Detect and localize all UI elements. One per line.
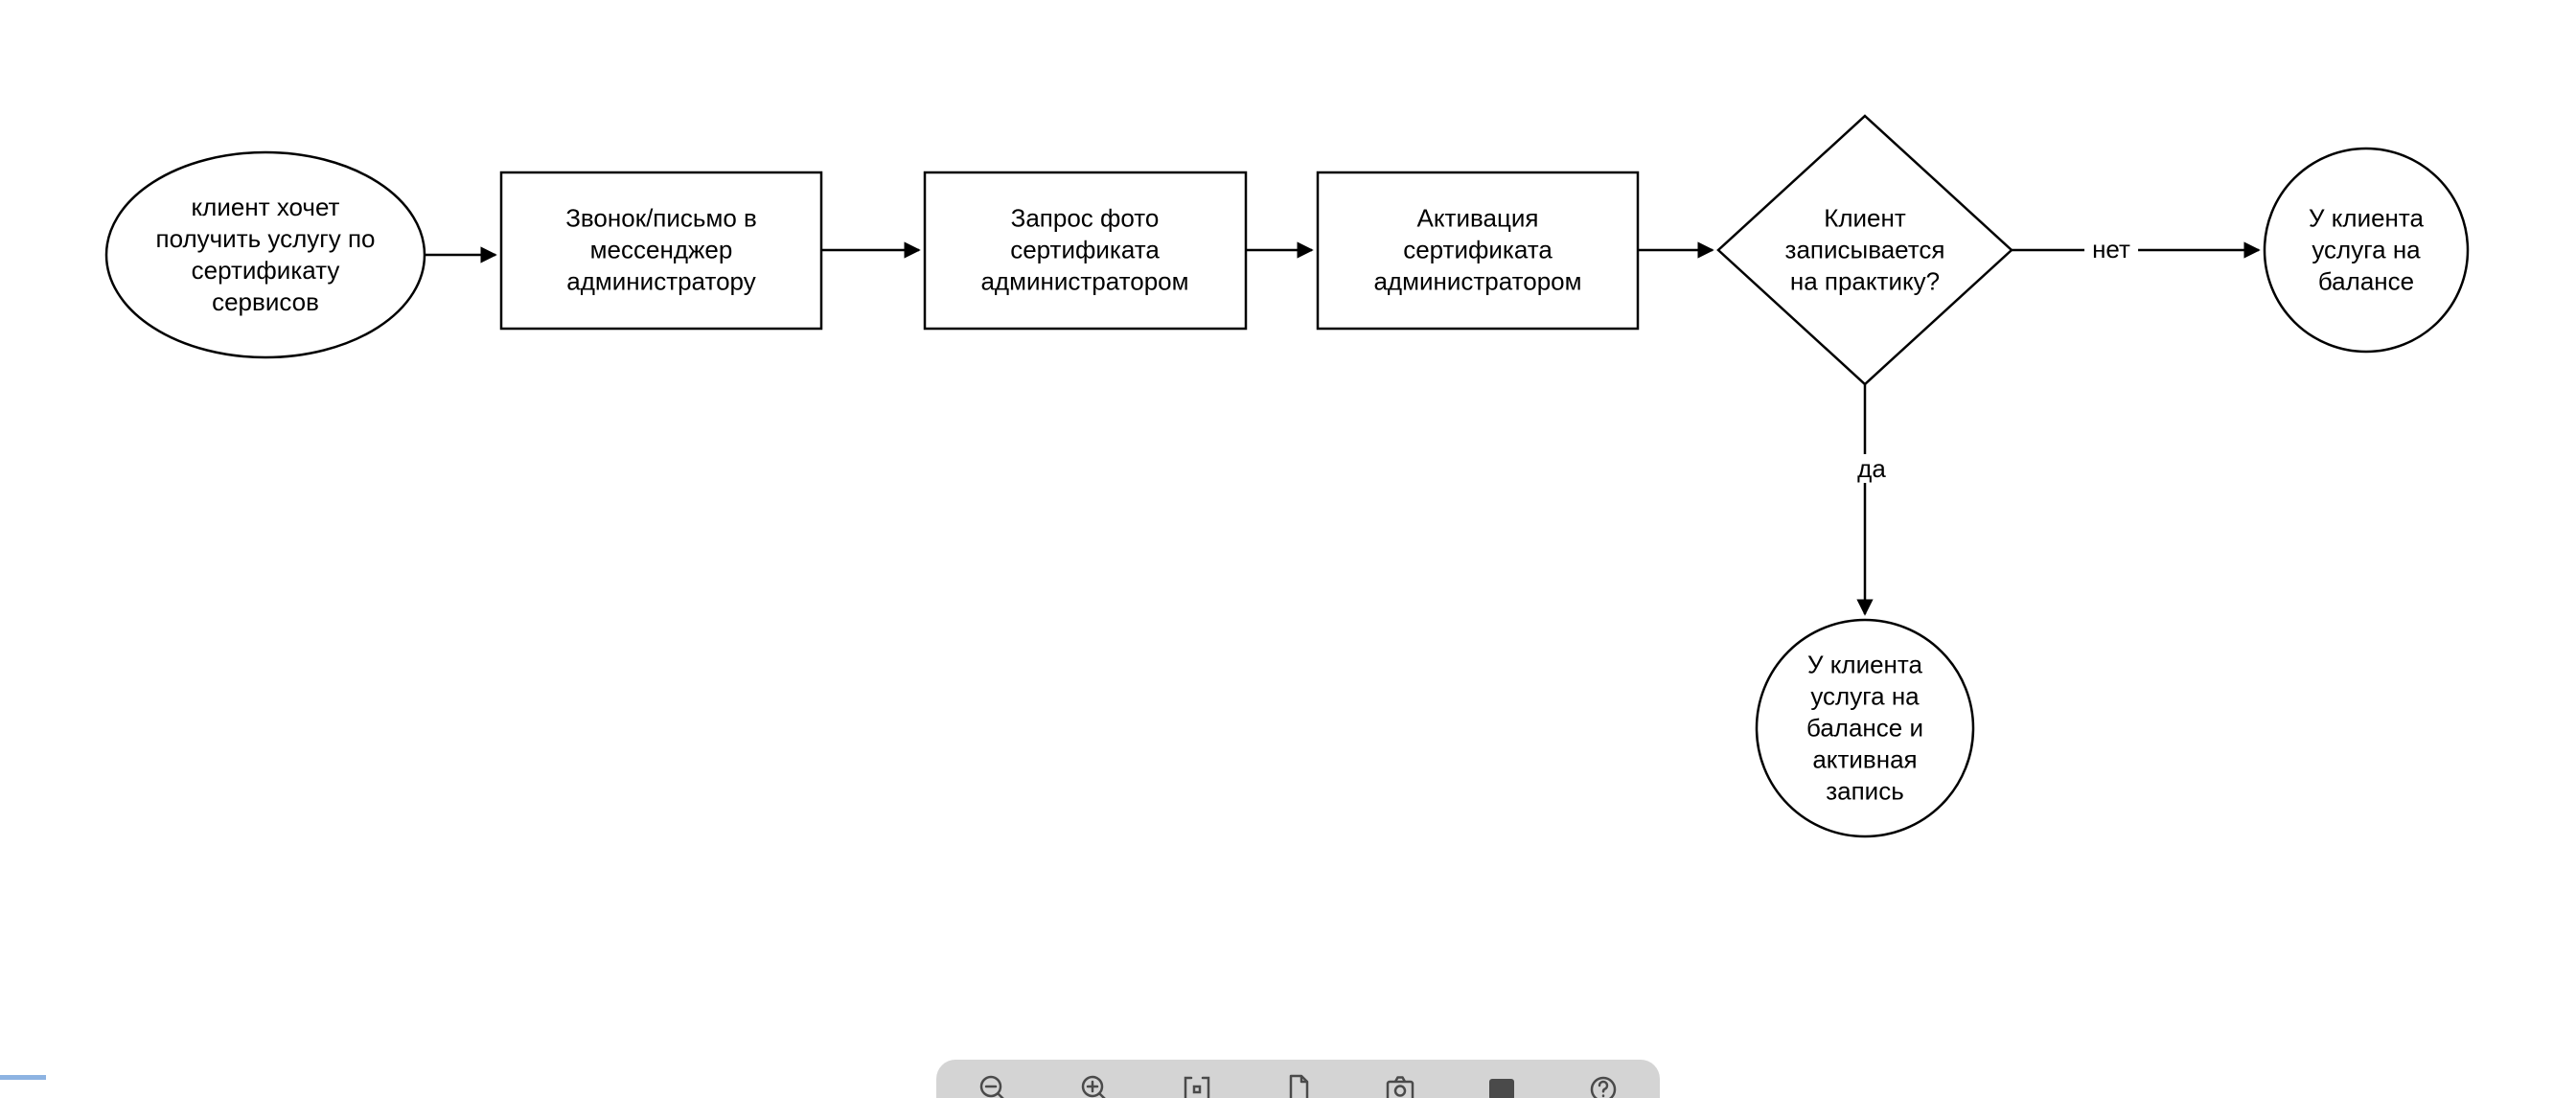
node-step3-rect — [1316, 171, 1640, 331]
camera-icon[interactable] — [1383, 1072, 1417, 1098]
zoom-out-icon[interactable] — [977, 1072, 1011, 1098]
page-icon[interactable] — [1281, 1072, 1316, 1098]
node-end-yes-circle — [1755, 618, 1975, 838]
fit-view-icon[interactable] — [1180, 1072, 1214, 1098]
node-end-no-circle — [2263, 147, 2470, 354]
node-decision-diamond — [1716, 114, 2013, 386]
zoom-in-icon[interactable] — [1078, 1072, 1113, 1098]
node-step2-rect — [923, 171, 1248, 331]
node-start-ellipse — [104, 150, 426, 359]
node-step1-rect — [499, 171, 823, 331]
page-edge-indicator — [0, 1075, 46, 1080]
viewer-toolbar — [936, 1060, 1660, 1098]
fullscreen-icon[interactable] — [1484, 1072, 1519, 1098]
help-icon[interactable] — [1586, 1072, 1621, 1098]
